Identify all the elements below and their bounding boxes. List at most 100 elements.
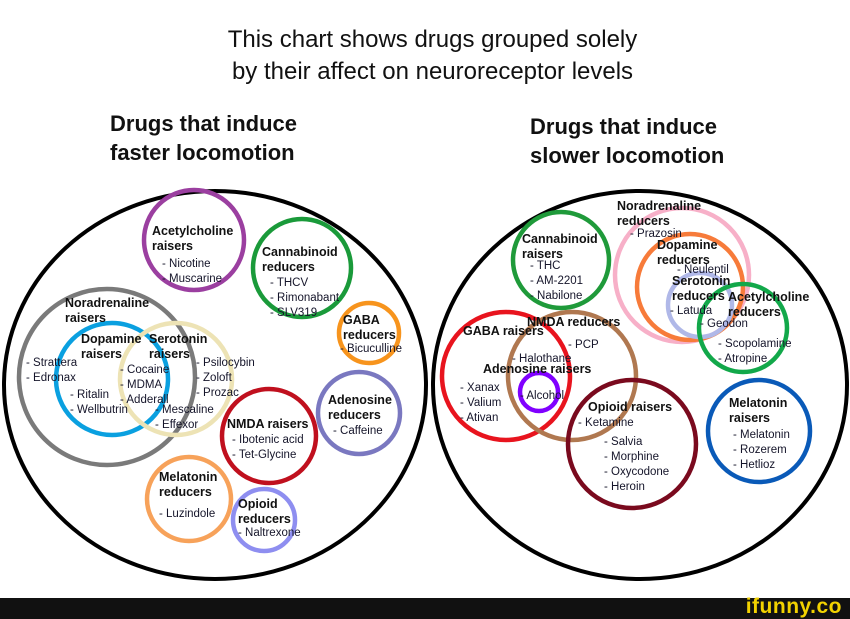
- right-acetylcholine-reducers-item: - Scopolamine: [718, 338, 792, 350]
- left-cannabinoid-reducers-item: - Rimonabant: [270, 292, 340, 304]
- left-dopamine-raisers-item: - Ritalin: [70, 389, 109, 401]
- right-opioid-raisers-item: - Oxycodone: [604, 466, 670, 478]
- left-acetylcholine-raisers-item: - Nicotine: [162, 258, 211, 270]
- left-heading-line-1: Drugs that induce: [110, 111, 298, 136]
- right-acetylcholine-reducers-heading: Acetylcholine: [728, 290, 810, 304]
- left-serotonin-raisers-item: - Psilocybin: [196, 357, 255, 369]
- right-nmda-reducers-circle: [505, 309, 639, 443]
- left-noradrenaline-raisers-circle: [16, 286, 198, 468]
- left-dopamine-raisers-circle: [53, 320, 171, 438]
- footer-bar: ifunny.co: [0, 595, 850, 619]
- left-acetylcholine-raisers-heading: raisers: [152, 239, 194, 253]
- left-serotonin-raisers-item: - Zoloft: [196, 372, 232, 384]
- left-melatonin-reducers-heading: reducers: [159, 485, 212, 499]
- left-noradrenaline-raisers-heading: Noradrenaline: [65, 296, 150, 310]
- right-opioid-raisers-item: - Heroin: [604, 481, 645, 493]
- right-acetylcholine-reducers-circle: [696, 281, 790, 375]
- left-opioid-reducers-circle: [230, 486, 298, 554]
- right-gaba-raisers-item: - Xanax: [460, 382, 500, 394]
- left-overlap-item: - Cocaine: [120, 364, 170, 376]
- right-gaba-raisers-heading: GABA raisers: [463, 324, 544, 338]
- left-gaba-reducers-circle: [336, 300, 402, 366]
- left-opioid-reducers-heading: reducers: [238, 512, 291, 526]
- left-gaba-reducers-heading: reducers: [343, 328, 396, 342]
- right-nmda-reducers-item: - PCP: [568, 339, 599, 351]
- left-overlap-item: - Mescaline: [155, 404, 214, 416]
- left-adenosine-reducers-heading: reducers: [328, 408, 381, 422]
- left-nmda-raisers-item: - Tet-Glycine: [232, 449, 297, 461]
- left-gaba-reducers-item: - Bicuculline: [340, 343, 402, 355]
- right-opioid-raisers-circle: [565, 377, 699, 511]
- left-opioid-reducers-heading: Opioid: [238, 497, 278, 511]
- left-cannabinoid-reducers-item: - SLV319: [270, 307, 318, 319]
- left-melatonin-reducers-item: - Luzindole: [159, 508, 216, 520]
- left-adenosine-reducers-item: - Caffeine: [333, 425, 383, 437]
- left-noradrenaline-raisers-heading: raisers: [65, 311, 107, 325]
- left-acetylcholine-raisers-circle: [141, 187, 247, 293]
- right-serotonin-reducers-item: - Latuda: [670, 305, 713, 317]
- left-melatonin-reducers-heading: Melatonin: [159, 470, 218, 484]
- right-melatonin-raisers-item: - Rozerem: [733, 444, 787, 456]
- right-cannabinoid-raisers-heading: Cannabinoid: [522, 232, 598, 246]
- right-melatonin-raisers-heading: raisers: [729, 411, 771, 425]
- right-adenosine-raisers-circle: [517, 370, 561, 414]
- right-adenosine-raisers-item: - Alcohol: [520, 390, 565, 402]
- right-noradrenaline-reducers-circle: [612, 205, 752, 345]
- left-serotonin-raisers-heading: raisers: [149, 347, 191, 361]
- left-overlap-item: - Effexor: [155, 419, 199, 431]
- left-overlap-item: - MDMA: [120, 379, 163, 391]
- right-cannabinoid-raisers-item: - AM-2201: [530, 275, 584, 287]
- left-nmda-raisers-heading: NMDA raisers: [227, 417, 309, 431]
- left-dopamine-raisers-heading: Dopamine: [81, 332, 142, 346]
- right-melatonin-raisers-item: - Melatonin: [733, 429, 790, 441]
- right-serotonin-reducers-heading: reducers: [672, 289, 725, 303]
- left-cannabinoid-reducers-item: - THCV: [270, 277, 309, 289]
- right-overlap-item: - Halothane: [512, 353, 572, 365]
- left-nmda-raisers-item: - Ibotenic acid: [232, 434, 304, 446]
- right-cannabinoid-raisers-heading: raisers: [522, 247, 564, 261]
- left-noradrenaline-raisers-item: - Strattera: [26, 357, 78, 369]
- left-acetylcholine-raisers-item: - Muscarine: [162, 273, 223, 285]
- ifunny-logo: ifunny.co: [745, 595, 842, 618]
- right-cannabinoid-raisers-item: - THC: [530, 260, 561, 272]
- left-melatonin-reducers-circle: [144, 454, 234, 544]
- left-overlap-item: - Adderall: [120, 394, 169, 406]
- chart-title-line-1: This chart shows drugs grouped solely: [227, 26, 638, 53]
- right-nmda-reducers-heading: NMDA reducers: [527, 315, 621, 329]
- right-opioid-raisers-heading: Opioid raisers: [588, 400, 673, 414]
- faster-locomotion-outer-circle: [2, 189, 428, 581]
- right-acetylcholine-reducers-heading: reducers: [728, 305, 781, 319]
- left-cannabinoid-reducers-heading: Cannabinoid: [262, 245, 338, 259]
- left-serotonin-raisers-item: - Prozac: [196, 387, 239, 399]
- left-cannabinoid-reducers-heading: reducers: [262, 260, 315, 274]
- right-gaba-raisers-circle: [439, 309, 573, 443]
- right-heading-line-2: slower locomotion: [530, 143, 725, 168]
- left-serotonin-raisers-circle: [117, 320, 235, 438]
- left-dopamine-raisers-item: - Wellbutrin: [70, 404, 128, 416]
- left-adenosine-reducers-circle: [315, 369, 403, 457]
- right-serotonin-reducers-heading: Serotonin: [672, 274, 731, 288]
- left-adenosine-reducers-heading: Adenosine: [328, 393, 392, 407]
- right-dopamine-reducers-heading: reducers: [657, 253, 710, 267]
- right-dopamine-reducers-circle: [634, 231, 746, 343]
- left-acetylcholine-raisers-heading: Acetylcholine: [152, 224, 234, 238]
- right-opioid-raisers-item: - Morphine: [604, 451, 659, 463]
- left-dopamine-raisers-heading: raisers: [81, 347, 123, 361]
- left-heading-line-2: faster locomotion: [110, 140, 295, 165]
- right-noradrenaline-reducers-heading: Noradrenaline: [617, 199, 702, 213]
- right-melatonin-raisers-heading: Melatonin: [729, 396, 788, 410]
- right-heading-line-1: Drugs that induce: [530, 114, 718, 139]
- right-cannabinoid-raisers-circle: [510, 209, 612, 311]
- left-opioid-reducers-item: - Naltrexone: [238, 527, 301, 539]
- right-dopamine-reducers-item: - Neuleptil: [677, 264, 729, 276]
- left-gaba-reducers-heading: GABA: [343, 313, 380, 327]
- right-gaba-raisers-item: - Ativan: [460, 412, 499, 424]
- right-noradrenaline-reducers-heading: reducers: [617, 214, 670, 228]
- right-melatonin-raisers-item: - Hetlioz: [733, 459, 776, 471]
- right-acetylcholine-reducers-item: - Atropine: [718, 353, 768, 365]
- left-cannabinoid-reducers-circle: [250, 216, 354, 320]
- right-melatonin-raisers-circle: [705, 377, 813, 485]
- right-dopamine-reducers-heading: Dopamine: [657, 238, 718, 252]
